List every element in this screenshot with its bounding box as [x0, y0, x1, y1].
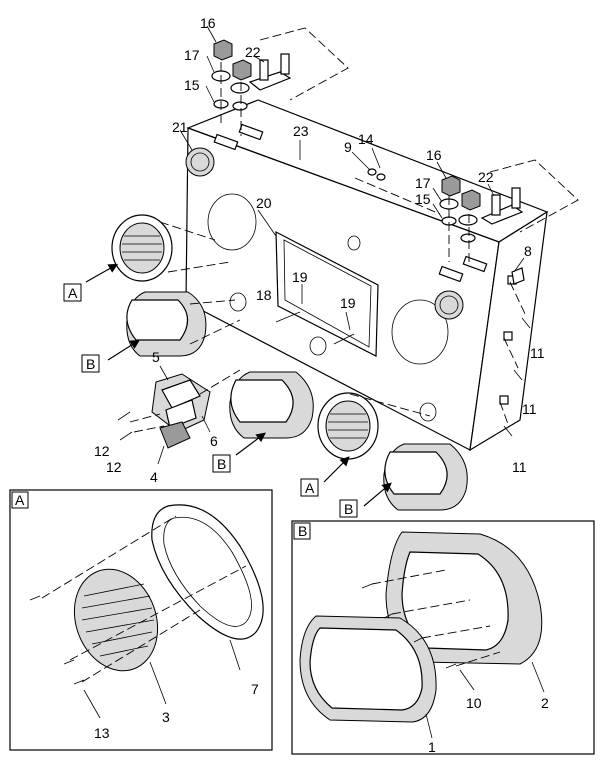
callout-20: 20: [256, 195, 272, 211]
callout-17-right: 17: [415, 175, 431, 191]
callout-13: 13: [94, 725, 110, 741]
callout-19-upper: 19: [292, 269, 308, 285]
callout-17-left: 17: [184, 47, 200, 63]
mounting-hardware-right: [354, 159, 579, 262]
callout-8: 8: [524, 243, 532, 259]
callout-11-middle: 11: [522, 401, 537, 417]
callout-14: 14: [358, 131, 374, 147]
callout-21: 21: [172, 119, 188, 135]
callout-15-right: 15: [415, 191, 431, 207]
callout-2: 2: [541, 695, 549, 711]
callout-22-right: 22: [478, 169, 494, 185]
callout-12-lower: 12: [106, 459, 122, 475]
speaker-enclosure-upper: [126, 291, 241, 357]
detail-b-enclosure: [299, 531, 543, 723]
speaker-grille-upper: [111, 214, 231, 282]
callout-12-upper: 12: [94, 443, 110, 459]
speaker-grille-center: [317, 392, 431, 460]
leader-lines: [83, 25, 545, 739]
callout-7: 7: [251, 681, 259, 697]
speaker-enclosure-center: [229, 371, 314, 439]
callout-16-right: 16: [426, 147, 442, 163]
view-label-a-upper: A: [68, 285, 78, 301]
callout-9: 9: [344, 139, 352, 155]
callout-6: 6: [210, 433, 218, 449]
detail-b-title: B: [298, 523, 307, 539]
detail-view-b-frame: [291, 520, 595, 755]
callout-18: 18: [256, 287, 272, 303]
callout-10: 10: [466, 695, 482, 711]
view-label-b-center: B: [217, 456, 226, 472]
callout-1: 1: [428, 739, 436, 755]
view-label-b-right: B: [344, 501, 353, 517]
callout-11-upper: 11: [530, 345, 545, 361]
mounting-hardware-left: [211, 27, 349, 136]
callout-5: 5: [152, 349, 160, 365]
detail-a-grille: [29, 504, 264, 685]
callout-4: 4: [150, 469, 158, 485]
switch-assembly: [117, 369, 241, 449]
speaker-enclosure-right: [383, 443, 468, 511]
detail-a-title: A: [15, 492, 25, 508]
callout-22-left: 22: [245, 44, 261, 60]
view-label-b-upper: B: [86, 356, 95, 372]
callout-23: 23: [293, 123, 309, 139]
callout-16-left: 16: [200, 15, 216, 31]
callout-11-lower: 11: [512, 459, 527, 475]
view-label-a-center: A: [305, 480, 315, 496]
callout-3: 3: [162, 709, 170, 725]
callout-15-left: 15: [184, 77, 200, 93]
callout-19-lower: 19: [340, 295, 356, 311]
side-screws: [499, 267, 531, 437]
detail-view-a-frame: [9, 489, 273, 751]
